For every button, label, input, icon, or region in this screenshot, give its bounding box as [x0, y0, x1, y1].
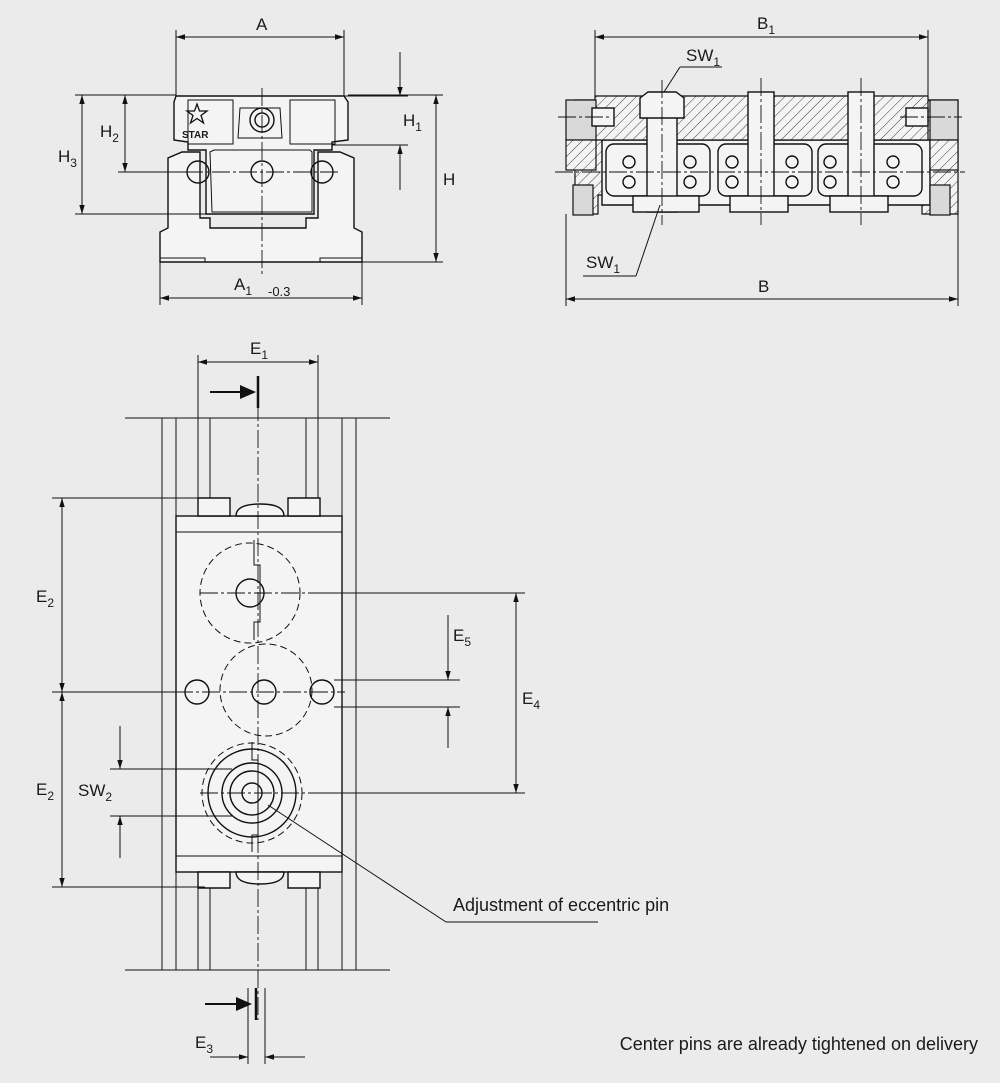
callout-label-sw1-top: SW1	[686, 46, 720, 69]
dim-label-e4: E4	[522, 689, 540, 712]
dim-label-e1: E1	[250, 339, 268, 362]
callout-eccentric-pin: Adjustment of eccentric pin	[453, 895, 669, 915]
callout-label-sw1-bottom: SW1	[586, 253, 620, 276]
dim-label-h3: H3	[58, 147, 77, 170]
dim-label-b1: B1	[757, 14, 775, 37]
star-logo-icon	[185, 102, 209, 125]
dim-label-h1: H1	[403, 111, 422, 134]
dim-label-e2-lower: E2	[36, 780, 54, 803]
dim-tolerance-a1: -0.3	[268, 284, 290, 299]
top-view: E1 E2 E2 E4 E5 SW2 E3 Adjustment	[36, 339, 669, 1064]
dim-label-e3: E3	[195, 1033, 213, 1056]
direction-arrow-icon	[205, 988, 258, 1020]
brand-logo-text: STAR	[182, 130, 209, 141]
section-view: B1 SW1 SW1 B	[555, 14, 965, 306]
footnote-center-pins: Center pins are already tightened on del…	[620, 1034, 978, 1054]
dim-label-sw2: SW2	[78, 781, 112, 804]
dim-label-h: H	[443, 170, 455, 189]
dim-label-b: B	[758, 277, 769, 296]
dim-label-h2: H2	[100, 122, 119, 145]
dim-label-e5: E5	[453, 626, 471, 649]
dim-label-a: A	[256, 15, 268, 34]
dim-label-a1: A1	[234, 275, 252, 298]
dim-label-e2-upper: E2	[36, 587, 54, 610]
direction-arrow-icon	[210, 376, 260, 408]
front-view: STAR A H3 H2 H1 H A1 -0.3	[58, 15, 455, 305]
bearing-balls	[622, 155, 900, 189]
